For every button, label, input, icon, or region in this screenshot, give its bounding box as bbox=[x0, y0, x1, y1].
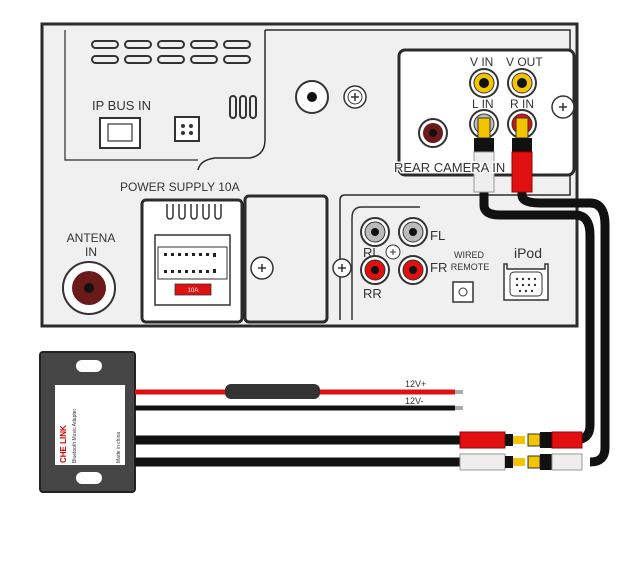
blank-slot bbox=[243, 194, 329, 324]
wired-remote-port[interactable] bbox=[452, 281, 474, 303]
rl-jack[interactable] bbox=[360, 217, 390, 247]
white-rca-plug bbox=[459, 453, 525, 471]
antena-in-label: IN bbox=[85, 245, 97, 259]
12v-plus-label: 12V+ bbox=[405, 379, 426, 389]
r-in-plug bbox=[511, 117, 533, 193]
remote-label: REMOTE bbox=[451, 262, 490, 272]
rear-camera-jack[interactable] bbox=[418, 118, 448, 148]
l-in-plug bbox=[473, 117, 495, 193]
antenna-jack[interactable] bbox=[62, 261, 116, 315]
12v-minus-label: 12V- bbox=[405, 396, 424, 406]
mount-hole bbox=[76, 360, 102, 372]
adapter-brand: CHE LINK bbox=[59, 425, 68, 463]
fr-label: FR bbox=[430, 260, 447, 275]
ip-bus-connector[interactable] bbox=[99, 117, 141, 149]
fuse-label: 10A bbox=[188, 288, 199, 294]
power-supply-label: POWER SUPPLY 10A bbox=[120, 180, 240, 194]
adapter-origin: Made in china bbox=[116, 432, 122, 463]
vents bbox=[91, 40, 257, 119]
red-rca-plug bbox=[459, 431, 525, 449]
fr-jack[interactable] bbox=[398, 255, 428, 285]
v-in-jack[interactable] bbox=[469, 68, 499, 98]
ipod-connector[interactable] bbox=[503, 263, 549, 301]
screw-icon bbox=[250, 256, 274, 280]
screw-icon bbox=[343, 85, 367, 109]
rr-label: RR bbox=[363, 286, 382, 301]
rca-output-section bbox=[351, 206, 420, 320]
panel-left-section bbox=[64, 30, 198, 161]
rr-jack[interactable] bbox=[360, 255, 390, 285]
power-pins bbox=[166, 204, 222, 220]
mount-hole bbox=[76, 472, 102, 484]
screw-icon bbox=[332, 258, 352, 278]
adapter-product: Bluetooth Music Adapter bbox=[72, 408, 78, 463]
v-out-label: V OUT bbox=[506, 55, 543, 69]
red-rca-socket bbox=[527, 431, 583, 449]
small-connector[interactable] bbox=[174, 116, 200, 142]
right-audio-cable bbox=[517, 190, 610, 467]
inline-fuse bbox=[225, 384, 320, 399]
v-out-jack[interactable] bbox=[507, 68, 537, 98]
ipod-label: iPod bbox=[514, 245, 542, 261]
antena-label: ANTENA bbox=[67, 231, 116, 245]
panel-raised-section bbox=[197, 29, 571, 320]
white-rca-socket bbox=[527, 453, 583, 471]
fl-label: FL bbox=[430, 228, 445, 243]
ip-bus-in-label: IP BUS IN bbox=[92, 98, 151, 113]
screw-icon bbox=[385, 244, 401, 260]
fuse-badge bbox=[174, 283, 212, 296]
v-in-label: V IN bbox=[470, 55, 493, 69]
screw-icon bbox=[551, 95, 575, 119]
wired-label: WIRED bbox=[454, 250, 484, 260]
adapter-label bbox=[55, 385, 125, 465]
rear-camera-in-label: REAR CAMERA IN bbox=[394, 160, 505, 175]
l-in-label: L IN bbox=[472, 97, 494, 111]
ip-bus-connector-inner bbox=[107, 123, 133, 142]
rl-label: RL bbox=[363, 245, 380, 260]
fl-jack[interactable] bbox=[398, 217, 428, 247]
r-in-label: R IN bbox=[510, 97, 534, 111]
left-audio-cable bbox=[479, 190, 595, 445]
